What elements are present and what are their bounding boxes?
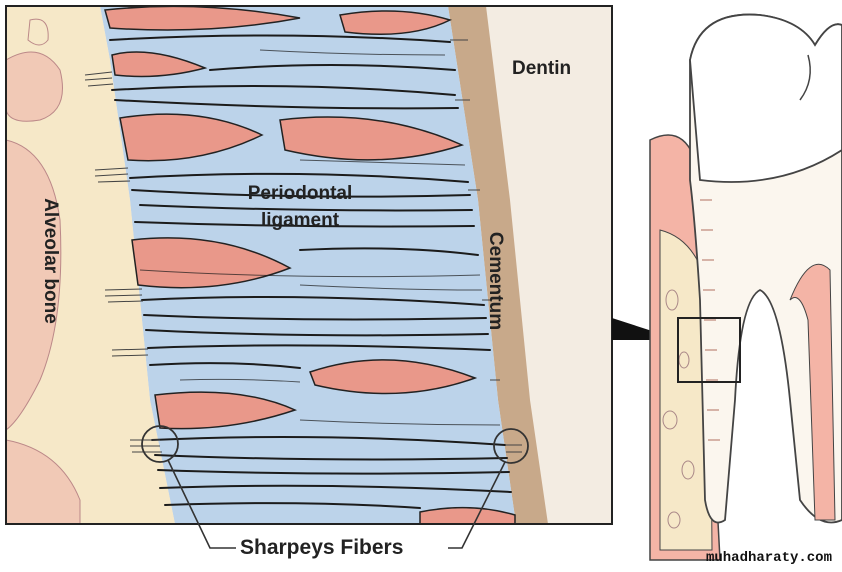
sharpey-leader-left: [167, 459, 236, 549]
pdl-label-line2: ligament: [260, 210, 340, 231]
sharpey-circle-right: [493, 428, 529, 464]
sharpeys-fibers-label: Sharpeys Fibers: [240, 536, 404, 559]
alveolar-bone-label: Alveolar bone: [40, 198, 61, 324]
periodontal-ligament-label: Periodontal ligament: [200, 180, 400, 234]
tooth-overview: [649, 13, 842, 561]
zoom-box: [677, 317, 741, 383]
blood-vessel: [419, 506, 516, 524]
cementum-label: Cementum: [485, 231, 506, 331]
blood-vessel: [279, 116, 465, 161]
pdl-label-line1: Periodontal: [247, 183, 353, 204]
blood-vessel: [111, 51, 208, 78]
sharpey-leader-right: [448, 461, 506, 549]
alveolar-bone-region: [6, 6, 175, 524]
bone-marrow-space: [6, 439, 81, 524]
blood-vessel: [339, 10, 453, 36]
detail-panel-border: [5, 5, 613, 525]
watermark: muhadharaty.com: [705, 550, 832, 566]
sharpey-circle-left: [141, 425, 179, 463]
blood-vessel: [309, 359, 478, 395]
collagen-fibers: [109, 34, 512, 509]
cementum-band: [448, 6, 548, 524]
bone-marrow-space: [6, 139, 62, 431]
blood-vessel: [119, 113, 264, 162]
dentin-label: Dentin: [512, 58, 572, 79]
blood-vessel: [154, 391, 298, 430]
bone-marrow-space: [27, 18, 49, 46]
bone-marrow-space: [6, 51, 63, 122]
